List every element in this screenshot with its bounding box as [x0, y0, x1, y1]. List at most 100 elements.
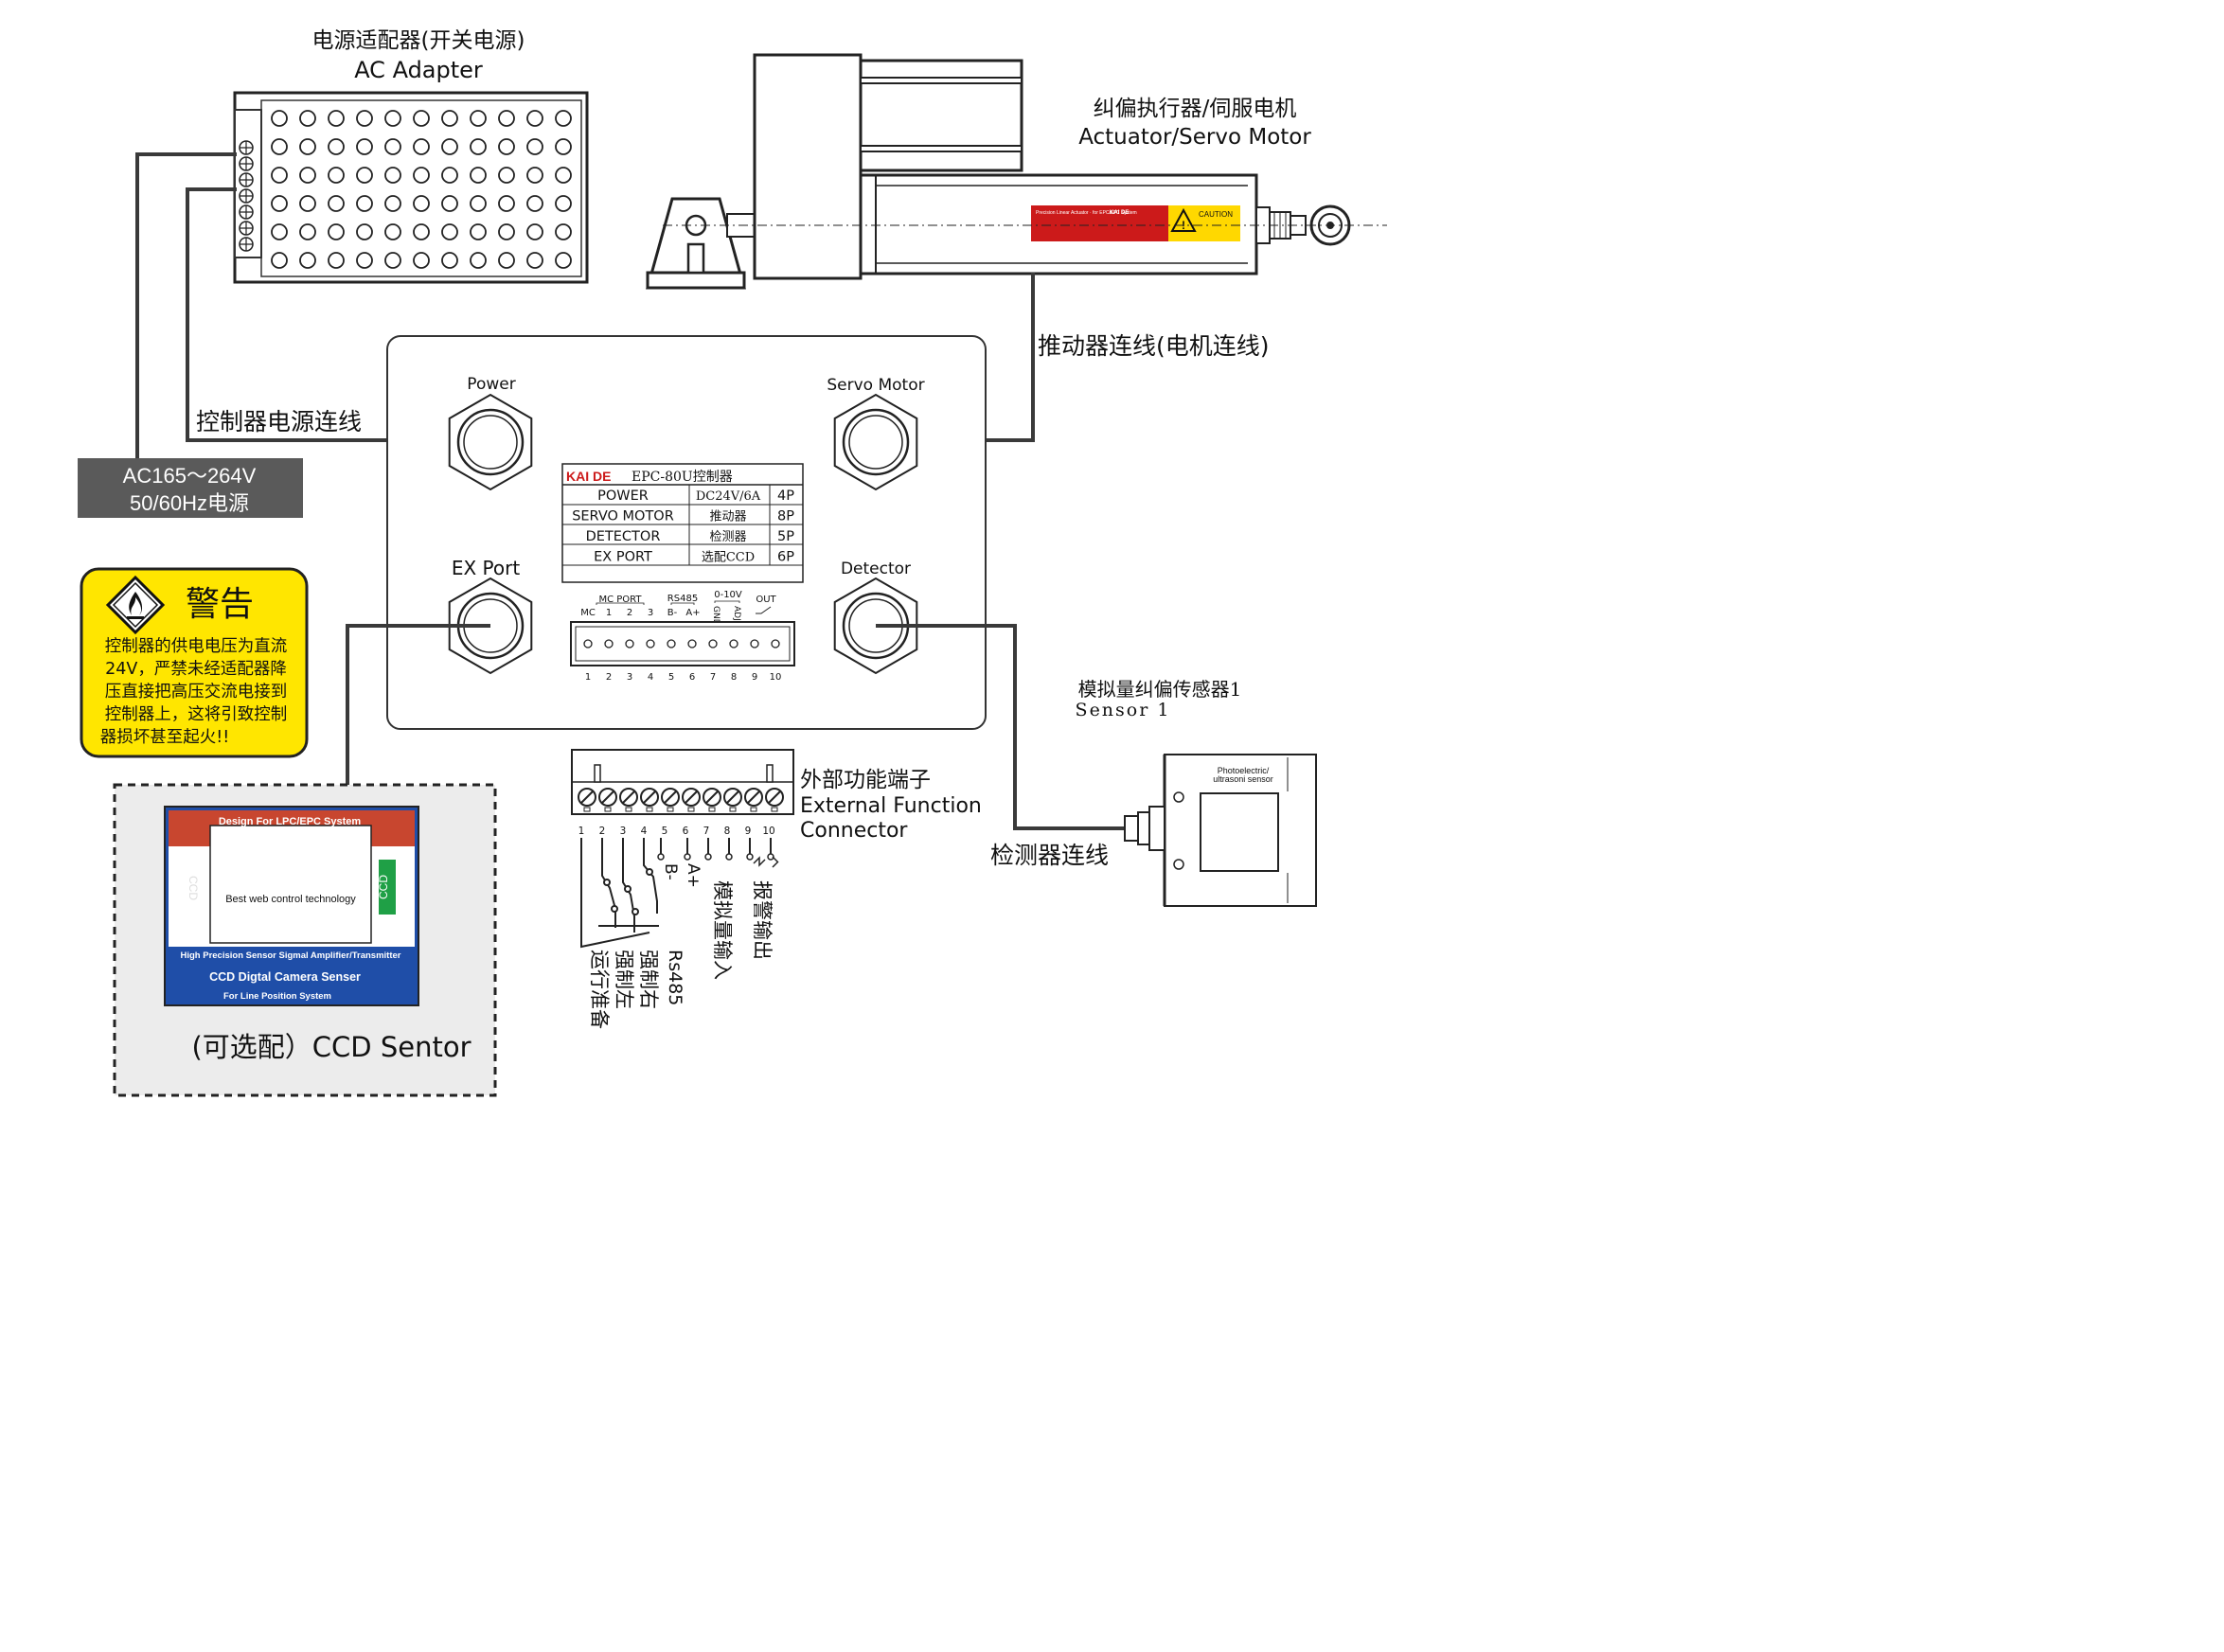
ex-port-label: EX Port — [452, 557, 521, 579]
servo-port-connector[interactable] — [833, 393, 918, 491]
screw-cross — [240, 141, 253, 154]
terminal-tab — [646, 807, 653, 812]
adapter-terminal-block — [239, 140, 254, 252]
vent-hole — [526, 167, 543, 184]
lead-end — [746, 853, 754, 861]
vent-hole — [470, 252, 487, 269]
vent-hole — [413, 138, 430, 155]
vent-hole — [384, 138, 401, 155]
vent-hole — [498, 252, 515, 269]
external-pin-number: 4 — [641, 826, 648, 837]
ccd-optional-panel: Design For LPC/EPC System Best web contr… — [113, 783, 497, 1097]
ccd-banner: Design For LPC/EPC System — [219, 816, 362, 827]
ccd-strip: High Precision Sensor Sigmal Amplifier/T… — [181, 950, 401, 961]
vent-hole — [271, 138, 288, 155]
terminal-tab — [667, 807, 674, 812]
external-pin-number: 5 — [662, 826, 668, 837]
vent-hole — [328, 167, 345, 184]
external-pin-number: 3 — [620, 826, 627, 837]
ccd-name: CCD Digtal Camera Senser — [209, 970, 361, 984]
sensor-body-text-2: ultrasoni sensor — [1213, 774, 1273, 784]
vent-hole — [555, 252, 572, 269]
flammable-icon — [105, 575, 166, 635]
terminal-pin-number: 7 — [710, 672, 716, 683]
out-label: OUT — [756, 595, 776, 605]
vent-hole — [441, 223, 458, 240]
ccd-caption: (可选配）CCD Sentor — [191, 1031, 471, 1063]
fork-sensor: Photoelectric/ ultrasoni sensor — [1124, 754, 1317, 907]
external-pin-number: 7 — [703, 826, 710, 837]
vent-hole — [384, 223, 401, 240]
terminal-tab — [604, 807, 612, 812]
terminal-pin — [646, 639, 655, 648]
terminal-tab — [771, 807, 778, 812]
warning-panel: 警告 控制器的供电电压为直流 24V，严禁未经适配器降 压直接把高压交流电接到 … — [80, 567, 309, 758]
vent-hole — [526, 138, 543, 155]
vent-hole — [384, 110, 401, 127]
vent-hole — [328, 252, 345, 269]
detector-wire — [876, 624, 1127, 830]
terminal-pin-number: 10 — [770, 672, 782, 683]
terminal-pin-number: 3 — [627, 672, 632, 683]
vent-hole — [356, 110, 373, 127]
vent-hole — [526, 110, 543, 127]
terminal-pin-number: 8 — [731, 672, 737, 683]
external-pin-number: 2 — [599, 826, 606, 837]
terminal-pin-number: 6 — [689, 672, 695, 683]
lead-end — [704, 853, 712, 861]
screw-cross — [240, 157, 253, 170]
terminal-header: MC PORT MC 1 2 3 RS485 B- A+ 0-10V GND A… — [580, 590, 776, 626]
vent-hole — [299, 138, 316, 155]
vent-hole — [299, 223, 316, 240]
terminal-pin-number: 2 — [606, 672, 612, 683]
external-screws — [578, 788, 784, 812]
mc-3-label: 3 — [648, 608, 653, 618]
spec-row-desc: 推动器 — [709, 510, 746, 524]
screw-cross — [240, 222, 253, 235]
ccd-side-right: CCD — [377, 875, 390, 899]
ac-adapter — [233, 91, 589, 284]
screw-slot — [643, 790, 656, 804]
lead-end — [725, 853, 733, 861]
ccd-center-text: Best web control technology — [225, 894, 356, 905]
vent-hole — [384, 195, 401, 212]
ext-force-left: 强制左 — [613, 950, 635, 1009]
vent-hole — [271, 195, 288, 212]
adapter-title-cn: 电源适配器(开关电源) — [312, 28, 525, 53]
mc-port-bracket — [596, 602, 645, 605]
actuator-label-plate — [1031, 205, 1168, 241]
screw-cross — [240, 173, 253, 187]
actuator-plate-text: Precision Linear Actuator · for EPC/LPC … — [1036, 210, 1137, 216]
screw-cross — [240, 205, 253, 219]
mc-label: MC — [580, 608, 596, 618]
ext-run-ready: 运行准备 — [588, 950, 611, 1029]
rs485-bracket — [670, 602, 695, 605]
ext-title-en-1: External Function — [800, 794, 982, 818]
screw-slot — [664, 790, 677, 804]
vent-hole — [498, 167, 515, 184]
screw-slot — [768, 790, 781, 804]
vent-hole — [299, 167, 316, 184]
terminal-pin — [729, 639, 738, 648]
external-pin-number: 6 — [683, 826, 689, 837]
external-leads — [657, 838, 774, 861]
mc-2-label: 2 — [627, 608, 632, 618]
vent-hole — [498, 223, 515, 240]
vent-hole — [470, 110, 487, 127]
ex-port-wire — [346, 624, 490, 785]
screw-slot — [726, 790, 739, 804]
terminal-pin — [667, 639, 676, 648]
warning-line-1: 控制器的供电电压为直流 — [105, 637, 288, 656]
vent-hole — [441, 138, 458, 155]
actuator-title-en: Actuator/Servo Motor — [1078, 125, 1311, 150]
power-port-connector[interactable] — [448, 393, 533, 491]
vent-hole — [271, 223, 288, 240]
ext-a-plus: A+ — [684, 863, 703, 888]
power-cable-label: 控制器电源连线 — [196, 408, 362, 435]
screw-slot — [580, 790, 594, 804]
ext-alarm-label: 报警输出 — [751, 880, 774, 960]
external-terminals: B- A+ — [661, 856, 779, 888]
